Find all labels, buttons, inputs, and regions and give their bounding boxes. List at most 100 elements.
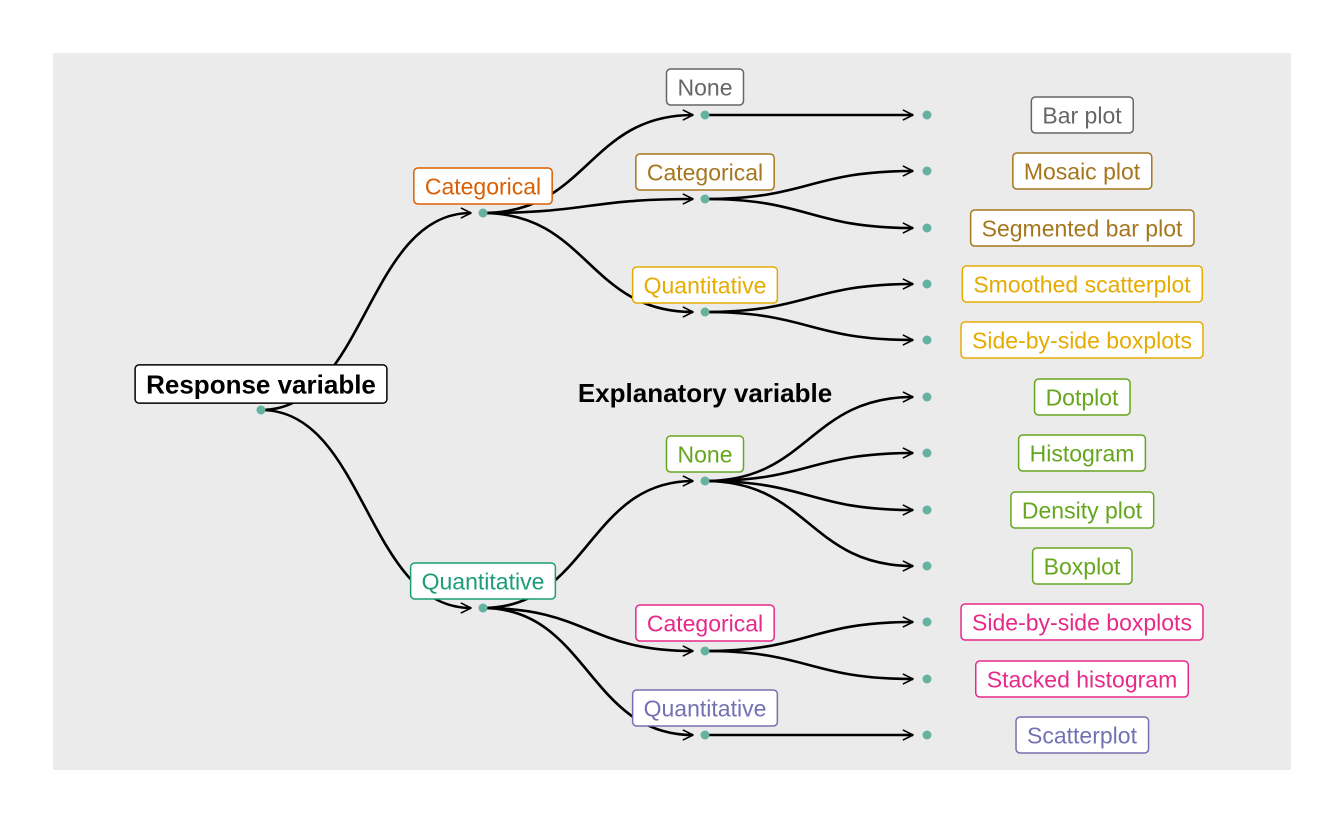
leaf-dot-segbar	[922, 223, 932, 233]
edge-to-leaf-segbar	[704, 197, 914, 234]
leaf-label-sbs2: Side-by-side boxplots	[960, 603, 1204, 641]
leaf-label-sbs2-box	[960, 603, 1204, 641]
node-label-resp_quant: Quantitative	[409, 562, 557, 600]
node-dot-resp_quant	[478, 603, 488, 613]
node-label-resp_quant-text: Quantitative	[422, 568, 545, 594]
leaf-label-smooth: Smoothed scatterplot	[961, 265, 1204, 303]
edge-resp_quant-to-exp_quant_quant	[482, 606, 694, 741]
leaf-label-stack: Stacked histogram	[975, 660, 1189, 698]
node-label-exp_quant_none: None	[665, 435, 745, 473]
leaf-label-stack-box	[975, 660, 1189, 698]
node-label-exp_quant_cat: Categorical	[635, 604, 775, 642]
node-label-exp_quant_cat-text: Categorical	[647, 610, 763, 636]
edge-to-leaf-box	[704, 479, 914, 572]
node-dot-resp_cat	[478, 208, 488, 218]
leaf-dot-box	[922, 561, 932, 571]
leaf-label-segbar-box	[969, 209, 1195, 247]
edge-to-leaf-dens	[704, 479, 914, 516]
node-label-exp_cat_quant-text: Quantitative	[644, 272, 767, 298]
node-label-resp_quant-box	[409, 562, 557, 600]
tree-node-dots	[256, 110, 932, 740]
leaf-label-segbar-text: Segmented bar plot	[982, 215, 1183, 241]
leaf-label-scatter-text: Scatterplot	[1027, 722, 1138, 748]
leaf-label-mosaic-box	[1012, 152, 1153, 190]
edge-resp_cat-to-exp_cat_none	[482, 109, 694, 215]
node-dot-exp_cat_cat	[700, 194, 710, 204]
node-label-exp_quant_quant-box	[631, 689, 779, 727]
explanatory-variable-heading: Explanatory variable	[578, 378, 832, 408]
leaf-dot-smooth	[922, 279, 932, 289]
leaf-label-box-box	[1031, 547, 1133, 585]
leaf-label-scatter: Scatterplot	[1015, 716, 1150, 754]
node-label-exp_quant_none-text: None	[678, 441, 733, 467]
node-label-exp_cat_quant: Quantitative	[631, 266, 779, 304]
edge-to-leaf-mosaic	[704, 165, 914, 201]
edge-to-leaf-hist	[704, 447, 914, 483]
node-label-root-box	[134, 364, 388, 404]
leaf-label-box-text: Boxplot	[1044, 553, 1121, 579]
leaf-dot-dot	[922, 392, 932, 402]
node-label-exp_cat_quant-box	[631, 266, 779, 304]
edge-to-leaf-sbs2	[704, 616, 914, 653]
edge-resp_cat-to-exp_cat_quant	[482, 211, 694, 318]
node-dot-exp_cat_quant	[700, 307, 710, 317]
leaf-label-sbs1-text: Side-by-side boxplots	[972, 327, 1192, 353]
leaf-label-mosaic-text: Mosaic plot	[1024, 158, 1141, 184]
leaf-label-dot-text: Dotplot	[1046, 384, 1119, 410]
leaf-label-mosaic: Mosaic plot	[1012, 152, 1153, 190]
node-label-exp_quant_cat-box	[635, 604, 775, 642]
leaf-label-sbs1-box	[960, 321, 1204, 359]
node-label-exp_cat_none-text: None	[678, 74, 733, 100]
node-dot-exp_quant_cat	[700, 646, 710, 656]
node-label-exp_quant_quant-text: Quantitative	[644, 695, 767, 721]
node-dot-exp_quant_none	[700, 476, 710, 486]
leaf-dot-bar	[922, 110, 932, 120]
node-label-resp_cat-text: Categorical	[425, 173, 541, 199]
node-label-exp_cat_cat-text: Categorical	[647, 159, 763, 185]
leaf-dot-sbs2	[922, 617, 932, 627]
node-label-exp_cat_cat-box	[635, 153, 775, 191]
leaf-label-smooth-text: Smoothed scatterplot	[973, 271, 1191, 297]
tree-edges	[260, 109, 914, 741]
edge-to-leaf-stack	[704, 649, 914, 685]
leaf-label-stack-text: Stacked histogram	[987, 666, 1177, 692]
leaf-dot-scatter	[922, 730, 932, 740]
leaf-label-segbar: Segmented bar plot	[969, 209, 1195, 247]
edge-to-leaf-sbs1	[704, 310, 914, 346]
leaf-label-dens-box	[1010, 491, 1155, 529]
edge-resp_quant-to-exp_quant_none	[482, 475, 694, 610]
edge-resp_quant-to-exp_quant_cat	[482, 606, 694, 657]
leaf-label-dot: Dotplot	[1033, 378, 1131, 416]
leaf-dot-mosaic	[922, 166, 932, 176]
leaf-label-sbs2-text: Side-by-side boxplots	[972, 609, 1192, 635]
node-label-exp_cat_cat: Categorical	[635, 153, 775, 191]
node-label-exp_cat_none-box	[665, 68, 745, 106]
node-label-resp_cat-box	[413, 167, 553, 205]
leaf-label-scatter-box	[1015, 716, 1150, 754]
leaf-label-dens: Density plot	[1010, 491, 1155, 529]
node-dot-exp_quant_quant	[700, 730, 710, 740]
leaf-label-hist-text: Histogram	[1030, 440, 1135, 466]
leaf-dot-dens	[922, 505, 932, 515]
leaf-label-dens-text: Density plot	[1022, 497, 1143, 523]
leaf-label-bar-box	[1030, 96, 1134, 134]
node-label-exp_cat_none: None	[665, 68, 745, 106]
leaf-label-dot-box	[1033, 378, 1131, 416]
node-label-resp_cat: Categorical	[413, 167, 553, 205]
node-label-root: Response variable	[134, 364, 388, 404]
leaf-label-bar-text: Bar plot	[1042, 102, 1122, 128]
leaf-dot-stack	[922, 674, 932, 684]
node-dot-root	[256, 405, 266, 415]
leaf-label-sbs1: Side-by-side boxplots	[960, 321, 1204, 359]
leaf-label-box: Boxplot	[1031, 547, 1133, 585]
node-label-exp_quant_none-box	[665, 435, 745, 473]
node-dot-exp_cat_none	[700, 110, 710, 120]
node-label-exp_quant_quant: Quantitative	[631, 689, 779, 727]
leaf-label-bar: Bar plot	[1030, 96, 1134, 134]
edge-resp_cat-to-exp_cat_cat	[482, 193, 694, 215]
leaf-label-hist-box	[1017, 434, 1147, 472]
leaf-label-smooth-box	[961, 265, 1204, 303]
tree-labels: Response variableCategoricalQuantitative…	[134, 68, 1204, 754]
edge-to-leaf-smooth	[704, 278, 914, 314]
